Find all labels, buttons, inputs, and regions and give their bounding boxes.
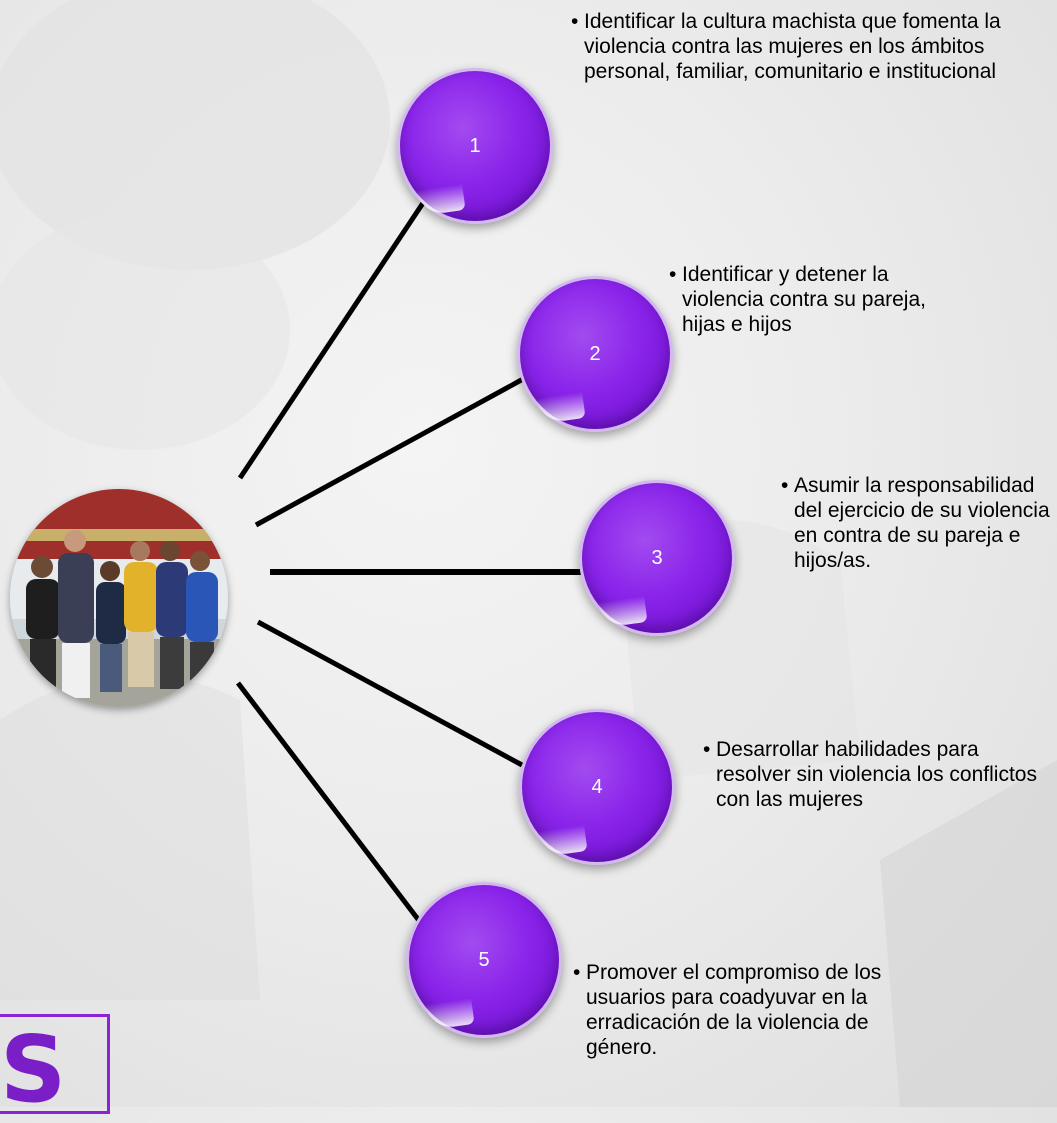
connector-5 — [236, 681, 432, 937]
step-number-1: 1 — [469, 134, 481, 157]
step-label-5: Promover el compromiso de los usuarios p… — [586, 961, 882, 1059]
step-label-1: Identificar la cultura machista que fome… — [584, 10, 1001, 83]
bullet-1: • — [571, 10, 579, 33]
step-node-4: 4 — [519, 709, 675, 865]
step-number-4: 4 — [591, 775, 603, 798]
step-node-2: 2 — [517, 276, 673, 432]
step-text-2: • Identificar y detener la violencia con… — [666, 262, 952, 337]
connector-4 — [256, 619, 524, 768]
group-photo — [10, 489, 228, 707]
step-text-5: • Promover el compromiso de los usuarios… — [570, 960, 906, 1060]
step-label-2: Identificar y detener la violencia contr… — [682, 263, 926, 336]
step-number-5: 5 — [478, 948, 490, 971]
step-text-3: • Asumir la responsabilidad del ejercici… — [778, 473, 1057, 573]
step-number-2: 2 — [589, 342, 601, 365]
step-node-3: 3 — [579, 480, 735, 636]
connector-2 — [254, 375, 527, 528]
connector-1 — [237, 198, 428, 480]
logo-letter: S — [0, 1016, 67, 1123]
step-text-1: • Identificar la cultura machista que fo… — [568, 9, 1014, 84]
step-label-3: Asumir la responsabilidad del ejercicio … — [794, 474, 1050, 572]
step-text-4: • Desarrollar habilidades para resolver … — [700, 737, 1046, 812]
step-node-5: 5 — [406, 882, 562, 1038]
step-label-4: Desarrollar habilidades para resolver si… — [716, 738, 1037, 811]
bullet-4: • — [703, 738, 711, 761]
bullet-5: • — [573, 961, 581, 984]
step-node-1: 1 — [397, 68, 553, 224]
bullet-2: • — [669, 263, 677, 286]
step-number-3: 3 — [651, 546, 663, 569]
bullet-3: • — [781, 474, 789, 497]
